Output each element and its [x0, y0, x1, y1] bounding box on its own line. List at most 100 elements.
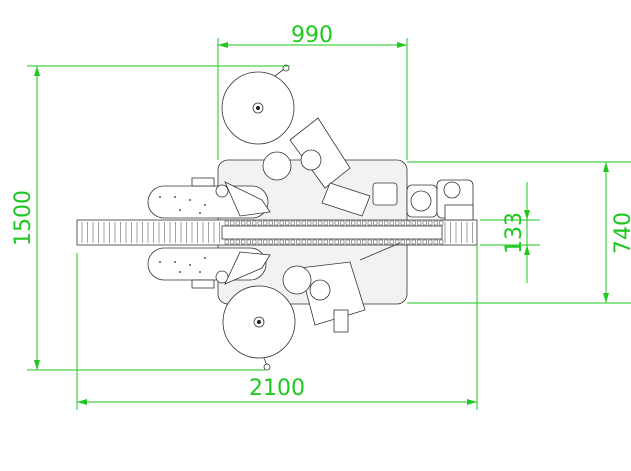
conveyor-link — [406, 239, 411, 245]
conveyor-link — [340, 220, 345, 226]
drive-motor — [406, 179, 474, 221]
top-peel-plate — [321, 182, 371, 217]
conveyor-link — [428, 239, 433, 245]
conveyor-link — [378, 239, 383, 245]
conveyor-link — [268, 239, 273, 245]
conveyor-link — [296, 220, 301, 226]
conveyor-link — [224, 220, 229, 226]
conveyor-link — [263, 220, 268, 226]
dim-990-label: 990 — [291, 23, 333, 48]
conveyor-link — [400, 239, 405, 245]
conveyor-link — [323, 220, 328, 226]
bottom-backing-roller — [282, 265, 312, 295]
conveyor-link — [285, 220, 290, 226]
conveyor-link — [257, 239, 262, 245]
conveyor-link — [384, 220, 389, 226]
conveyor-link — [318, 239, 323, 245]
conveyor-link — [296, 239, 301, 245]
top-belt-pulley — [215, 184, 229, 198]
conveyor-link — [235, 220, 240, 226]
conveyor-link — [323, 239, 328, 245]
conveyor-link — [433, 220, 438, 226]
conveyor-link — [373, 220, 378, 226]
conveyor-link — [439, 220, 444, 226]
conveyor-link — [362, 220, 367, 226]
top-head-plate — [289, 117, 351, 189]
conveyor-link — [312, 239, 317, 245]
dimension-1500: 1500 — [11, 65, 290, 371]
conveyor-link — [400, 220, 405, 226]
conveyor-link — [246, 239, 251, 245]
conveyor-link — [329, 239, 334, 245]
conveyor-link — [367, 220, 372, 226]
conveyor-link — [411, 239, 416, 245]
conveyor-link — [241, 239, 246, 245]
top-backing-roller — [262, 151, 292, 181]
conveyor-link — [356, 239, 361, 245]
dimension-990: 990 — [217, 23, 408, 160]
conveyor-link — [329, 220, 334, 226]
conveyor-link — [334, 220, 339, 226]
conveyor-link — [263, 239, 268, 245]
conveyor-link — [373, 239, 378, 245]
conveyor-link — [417, 239, 422, 245]
machine — [76, 64, 478, 371]
conveyor-link — [274, 239, 279, 245]
conveyor-link — [307, 239, 312, 245]
conveyor-link — [252, 239, 257, 245]
conveyor-link — [389, 239, 394, 245]
conveyor-link — [406, 220, 411, 226]
conveyor-link — [230, 239, 235, 245]
conveyor-link — [334, 239, 339, 245]
conveyor-link — [422, 220, 427, 226]
conveyor-link — [257, 220, 262, 226]
dim-1500-label: 1500 — [11, 190, 36, 246]
conveyor-link — [301, 239, 306, 245]
conveyor-link — [279, 239, 284, 245]
conveyor-link — [417, 220, 422, 226]
bottom-head-plate — [299, 261, 366, 326]
top-belt-bracket — [191, 177, 215, 187]
conveyor-link — [395, 220, 400, 226]
dimension-133: 133 — [480, 182, 540, 283]
dimension-740: 740 — [407, 161, 631, 304]
conveyor-link — [312, 220, 317, 226]
conveyor-link — [224, 239, 229, 245]
conveyor-link — [241, 220, 246, 226]
dim-133-label: 133 — [502, 212, 527, 254]
conveyor-link — [411, 220, 416, 226]
conveyor-link — [235, 239, 240, 245]
conveyor-link — [307, 220, 312, 226]
bottom-belt-arm — [224, 251, 271, 285]
dimension-2100: 2100 — [76, 245, 478, 410]
conveyor-link — [345, 239, 350, 245]
conveyor-link — [290, 220, 295, 226]
conveyor-link — [439, 239, 444, 245]
conveyor-link — [279, 220, 284, 226]
conveyor-link — [362, 239, 367, 245]
bottom-belt-bracket — [191, 279, 215, 289]
conveyor-link — [252, 220, 257, 226]
conveyor-slats — [81, 220, 473, 245]
conveyor-link — [268, 220, 273, 226]
conveyor-link — [274, 220, 279, 226]
conveyor-link — [356, 220, 361, 226]
conveyor-link — [351, 239, 356, 245]
conveyor-center-guide — [221, 225, 443, 240]
conveyor-link — [367, 239, 372, 245]
conveyor-link — [351, 220, 356, 226]
conveyor-link — [301, 220, 306, 226]
conveyor-link — [378, 220, 383, 226]
conveyor-link — [246, 220, 251, 226]
conveyor-link — [428, 220, 433, 226]
conveyor-link — [285, 239, 290, 245]
conveyor-link — [230, 220, 235, 226]
conveyor-link — [422, 239, 427, 245]
conveyor-link — [290, 239, 295, 245]
dim-2100-label: 2100 — [249, 376, 305, 401]
conveyor-link — [345, 220, 350, 226]
conveyor-link — [389, 220, 394, 226]
conveyor-link — [433, 239, 438, 245]
